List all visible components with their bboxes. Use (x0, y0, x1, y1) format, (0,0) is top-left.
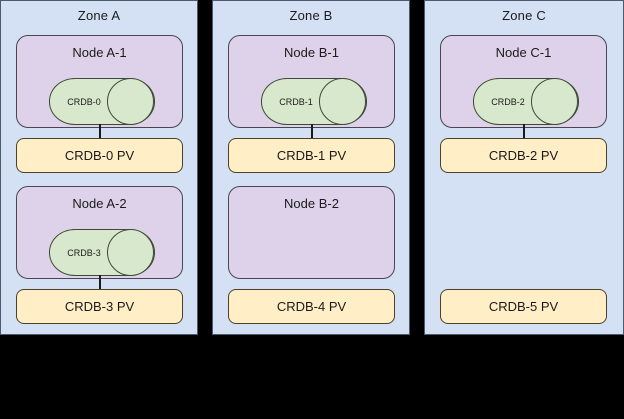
zone-panel-b[interactable]: Zone B Node B-1 CRDB-1 CRDB-1 PV Node B-… (212, 0, 410, 335)
database-label-crdb-0: CRDB-0 (67, 96, 101, 107)
node-title-b-1: Node B-1 (284, 45, 339, 60)
node-box-c-1[interactable]: Node C-1 CRDB-2 (440, 35, 607, 128)
zone-title-a: Zone A (77, 8, 121, 23)
node-box-a-2[interactable]: Node A-2 CRDB-3 (16, 186, 183, 279)
zone-panel-c[interactable]: Zone C Node C-1 CRDB-2 CRDB-2 PV CRDB-5 … (424, 0, 624, 335)
pv-box-crdb-3[interactable]: CRDB-3 PV (16, 289, 183, 324)
connector-node-b-1-to-pv-crdb-1 (311, 124, 313, 140)
cylinder-cap-icon (319, 78, 366, 125)
database-label-crdb-1: CRDB-1 (279, 96, 313, 107)
node-title-b-2: Node B-2 (284, 196, 339, 211)
node-title-a-2: Node A-2 (72, 196, 127, 211)
pv-box-crdb-5[interactable]: CRDB-5 PV (440, 289, 607, 324)
database-label-crdb-2: CRDB-2 (491, 96, 525, 107)
pv-box-crdb-2[interactable]: CRDB-2 PV (440, 138, 607, 173)
node-box-a-1[interactable]: Node A-1 CRDB-0 (16, 35, 183, 128)
node-title-a-1: Node A-1 (72, 45, 127, 60)
pv-box-crdb-1[interactable]: CRDB-1 PV (228, 138, 395, 173)
node-box-b-2[interactable]: Node B-2 (228, 186, 395, 279)
database-cylinder-crdb-2[interactable]: CRDB-2 (473, 78, 579, 125)
database-cylinder-crdb-3[interactable]: CRDB-3 (49, 229, 155, 276)
database-label-crdb-3: CRDB-3 (67, 247, 101, 258)
database-cylinder-crdb-0[interactable]: CRDB-0 (49, 78, 155, 125)
node-title-c-1: Node C-1 (495, 45, 552, 60)
pv-box-crdb-4[interactable]: CRDB-4 PV (228, 289, 395, 324)
cylinder-cap-icon (531, 78, 578, 125)
cylinder-cap-icon (107, 78, 154, 125)
connector-node-c-1-to-pv-crdb-2 (523, 124, 525, 140)
zone-title-c: Zone C (502, 8, 546, 23)
database-cylinder-crdb-1[interactable]: CRDB-1 (261, 78, 367, 125)
connector-node-a-1-to-pv-crdb-0 (99, 124, 101, 140)
zone-title-b: Zone B (289, 8, 333, 23)
zone-panel-a[interactable]: Zone A Node A-1 CRDB-0 CRDB-0 PV Node A-… (0, 0, 198, 335)
cylinder-cap-icon (107, 229, 154, 276)
node-box-b-1[interactable]: Node B-1 CRDB-1 (228, 35, 395, 128)
connector-node-a-2-to-pv-crdb-3 (99, 275, 101, 291)
pv-box-crdb-0[interactable]: CRDB-0 PV (16, 138, 183, 173)
